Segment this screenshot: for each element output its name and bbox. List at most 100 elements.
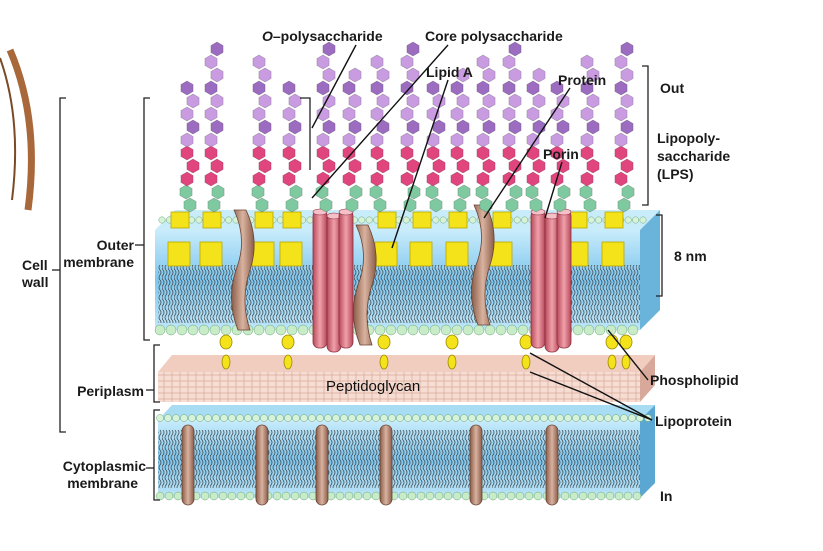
phospholipid-head [282,492,290,500]
o-polysaccharide-sugar [253,55,265,69]
bracket-o-polysaccharide [300,98,310,170]
phospholipid-head [440,217,446,223]
phospholipid-head [435,492,443,500]
label-lps-1: Lipopoly- [657,130,720,146]
lipid-a-block [171,212,189,228]
core-sugar [259,159,271,173]
phospholipid-head [381,415,388,422]
o-polysaccharide-sugar [323,120,335,134]
phospholipid-head [298,325,308,335]
core-sugar [211,159,223,173]
core-sugar [371,146,383,160]
phospholipid-head [441,325,451,335]
lipid-a-block [168,242,190,266]
core-sugar-green [212,185,224,199]
o-polysaccharide-sugar [483,68,495,82]
phospholipid-head [229,415,236,422]
core-sugar-green [374,198,386,212]
core-sugar-green [454,198,466,212]
label-porin: Porin [543,146,579,162]
o-polysaccharide-sugar [615,107,627,121]
label-cell-wall-2: wall [22,274,48,290]
phospholipid-head [225,217,231,223]
phospholipid-head [498,492,506,500]
phospholipid-head [606,492,614,500]
phospholipid-head [293,415,300,422]
core-sugar [289,159,301,173]
o-polysaccharide-sugar [527,107,539,121]
phospholipid-head [309,415,316,422]
core-sugar [181,146,193,160]
phospholipid-head [349,415,356,422]
phospholipid-head [300,492,308,500]
o-polysaccharide-sugar [289,120,301,134]
core-sugar [527,172,539,186]
phospholipid-head [165,415,172,422]
phospholipid-head [181,415,188,422]
o-polysaccharide-sugar [509,68,521,82]
phospholipid-head [276,325,286,335]
phospholipid-head [363,492,371,500]
core-sugar-green [184,198,196,212]
phospholipid-head [525,415,532,422]
outer-membrane-layer [155,205,660,369]
o-polysaccharide-sugar [477,55,489,69]
o-polysaccharide-sugar [253,107,265,121]
phospholipid-head [307,217,313,223]
label-outer-membrane-1: Outer [70,237,134,253]
phospholipid-head [570,492,578,500]
o-polysaccharide-sugar [377,94,389,108]
phospholipid-head [408,325,418,335]
core-sugar-green [208,198,220,212]
phospholipid-head [397,415,404,422]
phospholipid-head [301,415,308,422]
lipoprotein [220,335,232,349]
lipoprotein [522,355,530,369]
o-polysaccharide-sugar [371,133,383,147]
phospholipid-head [291,492,299,500]
phospholipid-head [408,492,416,500]
o-polysaccharide-sugar [323,42,335,56]
phospholipid-head [237,492,245,500]
lipid-a-block [252,242,274,266]
cytoplasmic-membrane-protein [182,425,194,505]
phospholipid-head [597,492,605,500]
core-sugar [621,159,633,173]
o-polysaccharide-sugar [349,68,361,82]
o-polysaccharide-sugar [317,81,329,95]
phospholipid-head [633,492,641,500]
o-polysaccharide-sugar [283,133,295,147]
o-polysaccharide-sugar [407,120,419,134]
core-sugar [187,159,199,173]
phospholipid-head [287,325,297,335]
phospholipid-head [421,415,428,422]
lipid-a-block [605,212,623,228]
o-polysaccharide-sugar [581,107,593,121]
phospholipid-head [246,492,254,500]
phospholipid-head [588,492,596,500]
phospholipid-head [453,415,460,422]
phospholipid-head [437,415,444,422]
bracket-outer-membrane [144,98,150,340]
o-polysaccharide-sugar [401,107,413,121]
o-polysaccharide-sugar [533,68,545,82]
bracket-lps [642,66,648,205]
phospholipid-head [373,415,380,422]
core-sugar [205,146,217,160]
phospholipid-head [452,325,462,335]
phospholipid-head [269,415,276,422]
core-sugar [451,172,463,186]
phospholipid-head [462,492,470,500]
core-sugar-green [426,185,438,199]
o-polysaccharide-sugar [621,68,633,82]
porin-cylinder [313,210,327,348]
phospholipid-head [155,325,165,335]
core-sugar-green [180,185,192,199]
o-polysaccharide-sugar [551,133,563,147]
phospholipid-head [196,217,202,223]
core-sugar-green [510,185,522,199]
o-polysaccharide-sugar [477,107,489,121]
o-polysaccharide-sugar [509,42,521,56]
core-sugar [483,159,495,173]
o-polysaccharide-sugar [533,120,545,134]
